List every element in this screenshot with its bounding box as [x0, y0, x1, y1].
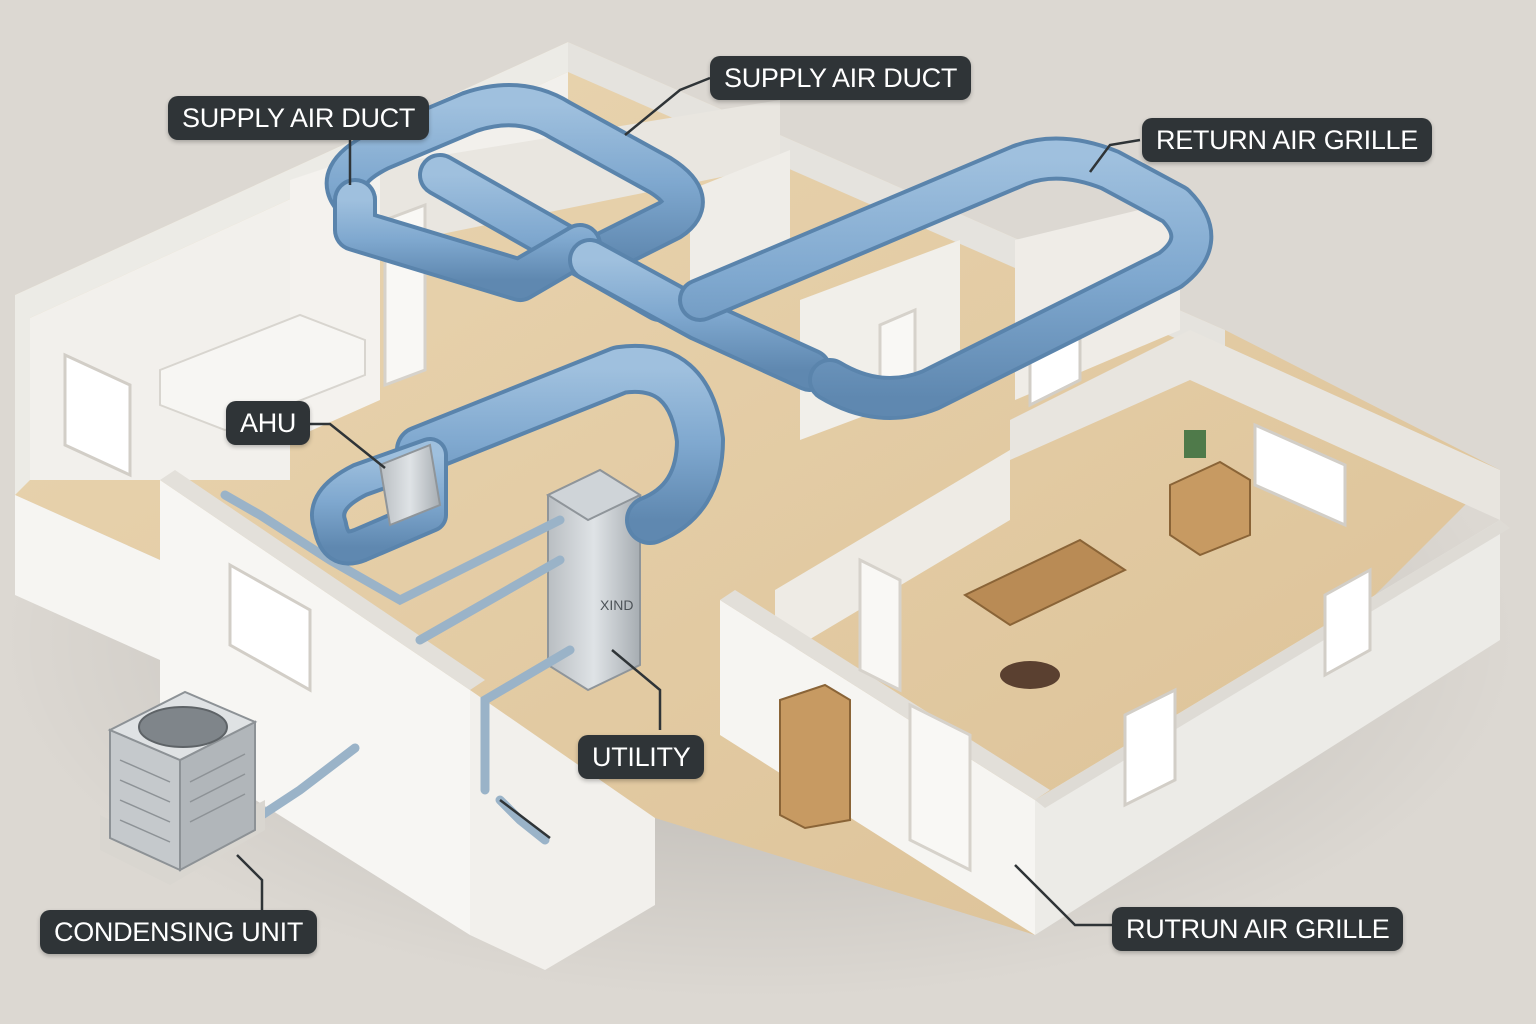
- refrigerant-pipes: [220, 490, 575, 845]
- ahu-unit: XIND: [545, 468, 643, 692]
- leader-lines: [236, 76, 1141, 927]
- label-condensing-unit: CONDENSING UNIT: [40, 910, 318, 954]
- windows: [63, 312, 1372, 808]
- label-return-air-grille-top: RETURN AIR GRILLE: [1142, 118, 1432, 162]
- furniture: [779, 430, 1251, 830]
- label-supply-air-duct-top: SUPPLY AIR DUCT: [710, 56, 972, 100]
- bathtub: [159, 313, 366, 432]
- front-wall-utility-top: [160, 470, 485, 690]
- equipment-marking: XIND: [600, 597, 633, 613]
- front-wall-left-wing: [15, 495, 160, 660]
- bedroom-right-back-wall: [1010, 330, 1500, 520]
- label-ahu: AHU: [226, 401, 311, 445]
- label-return-air-grille-bottom: RUTRUN AIR GRILLE: [1112, 907, 1404, 951]
- office-back-wall: [775, 450, 1010, 660]
- condensing-unit: [100, 690, 265, 885]
- label-utility: UTILITY: [578, 735, 705, 779]
- front-wall-right: [1035, 520, 1500, 935]
- front-wall-bottom: [470, 690, 655, 970]
- ahu-duct-collar: [378, 443, 442, 527]
- label-supply-air-duct-left: SUPPLY AIR DUCT: [168, 96, 430, 140]
